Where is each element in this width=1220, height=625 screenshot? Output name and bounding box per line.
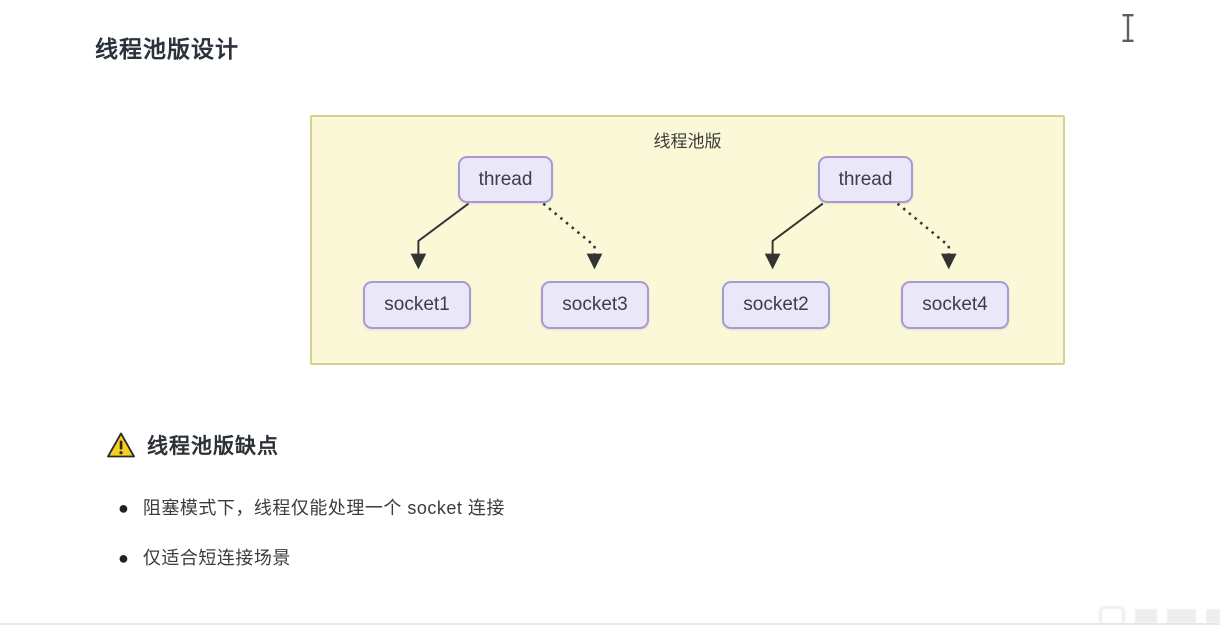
bullet-dot: ● bbox=[118, 548, 129, 568]
edge-thread2-socket4 bbox=[896, 202, 957, 270]
edge-thread1-socket3 bbox=[542, 202, 603, 270]
node-socket-4: socket4 bbox=[901, 281, 1009, 329]
tv-logo-watermark bbox=[1099, 602, 1220, 625]
node-thread-1: thread bbox=[458, 156, 553, 203]
node-socket-1: socket1 bbox=[363, 281, 471, 329]
warning-triangle-icon bbox=[107, 432, 135, 458]
bullet-text: 仅适合短连接场景 bbox=[142, 548, 291, 568]
node-label: socket3 bbox=[562, 294, 628, 315]
edge-thread2-socket2 bbox=[764, 202, 824, 270]
node-label: socket2 bbox=[743, 294, 809, 315]
node-label: socket1 bbox=[384, 294, 450, 315]
list-item: ● 阻塞模式下，线程仅能处理一个 socket 连接 bbox=[118, 496, 505, 520]
diagram-edges bbox=[410, 202, 957, 270]
i-beam-text-cursor-icon bbox=[1122, 14, 1134, 42]
node-label: socket4 bbox=[922, 294, 988, 315]
page-title: 线程池版设计 bbox=[95, 36, 239, 62]
node-thread-2: thread bbox=[818, 156, 913, 203]
node-label: thread bbox=[478, 168, 533, 190]
bottom-edge-divider bbox=[0, 623, 1220, 625]
warning-section-header: 线程池版缺点 bbox=[107, 430, 279, 460]
bullet-text: 阻塞模式下，线程仅能处理一个 socket 连接 bbox=[142, 498, 505, 518]
watermark-text-block bbox=[1206, 609, 1220, 623]
warning-title: 线程池版缺点 bbox=[147, 435, 279, 458]
node-socket-2: socket2 bbox=[722, 281, 830, 329]
list-item: ● 仅适合短连接场景 bbox=[118, 546, 291, 570]
diagram-label: 线程池版 bbox=[653, 132, 722, 151]
thread-pool-diagram: 线程池版 thread thread socket1 socket3 socke… bbox=[310, 115, 1065, 365]
node-socket-3: socket3 bbox=[541, 281, 649, 329]
watermark-text-block bbox=[1166, 609, 1197, 623]
node-label: thread bbox=[838, 168, 893, 190]
watermark-text-block bbox=[1134, 609, 1157, 623]
bullet-dot: ● bbox=[118, 498, 129, 518]
edge-thread1-socket1 bbox=[410, 202, 470, 270]
